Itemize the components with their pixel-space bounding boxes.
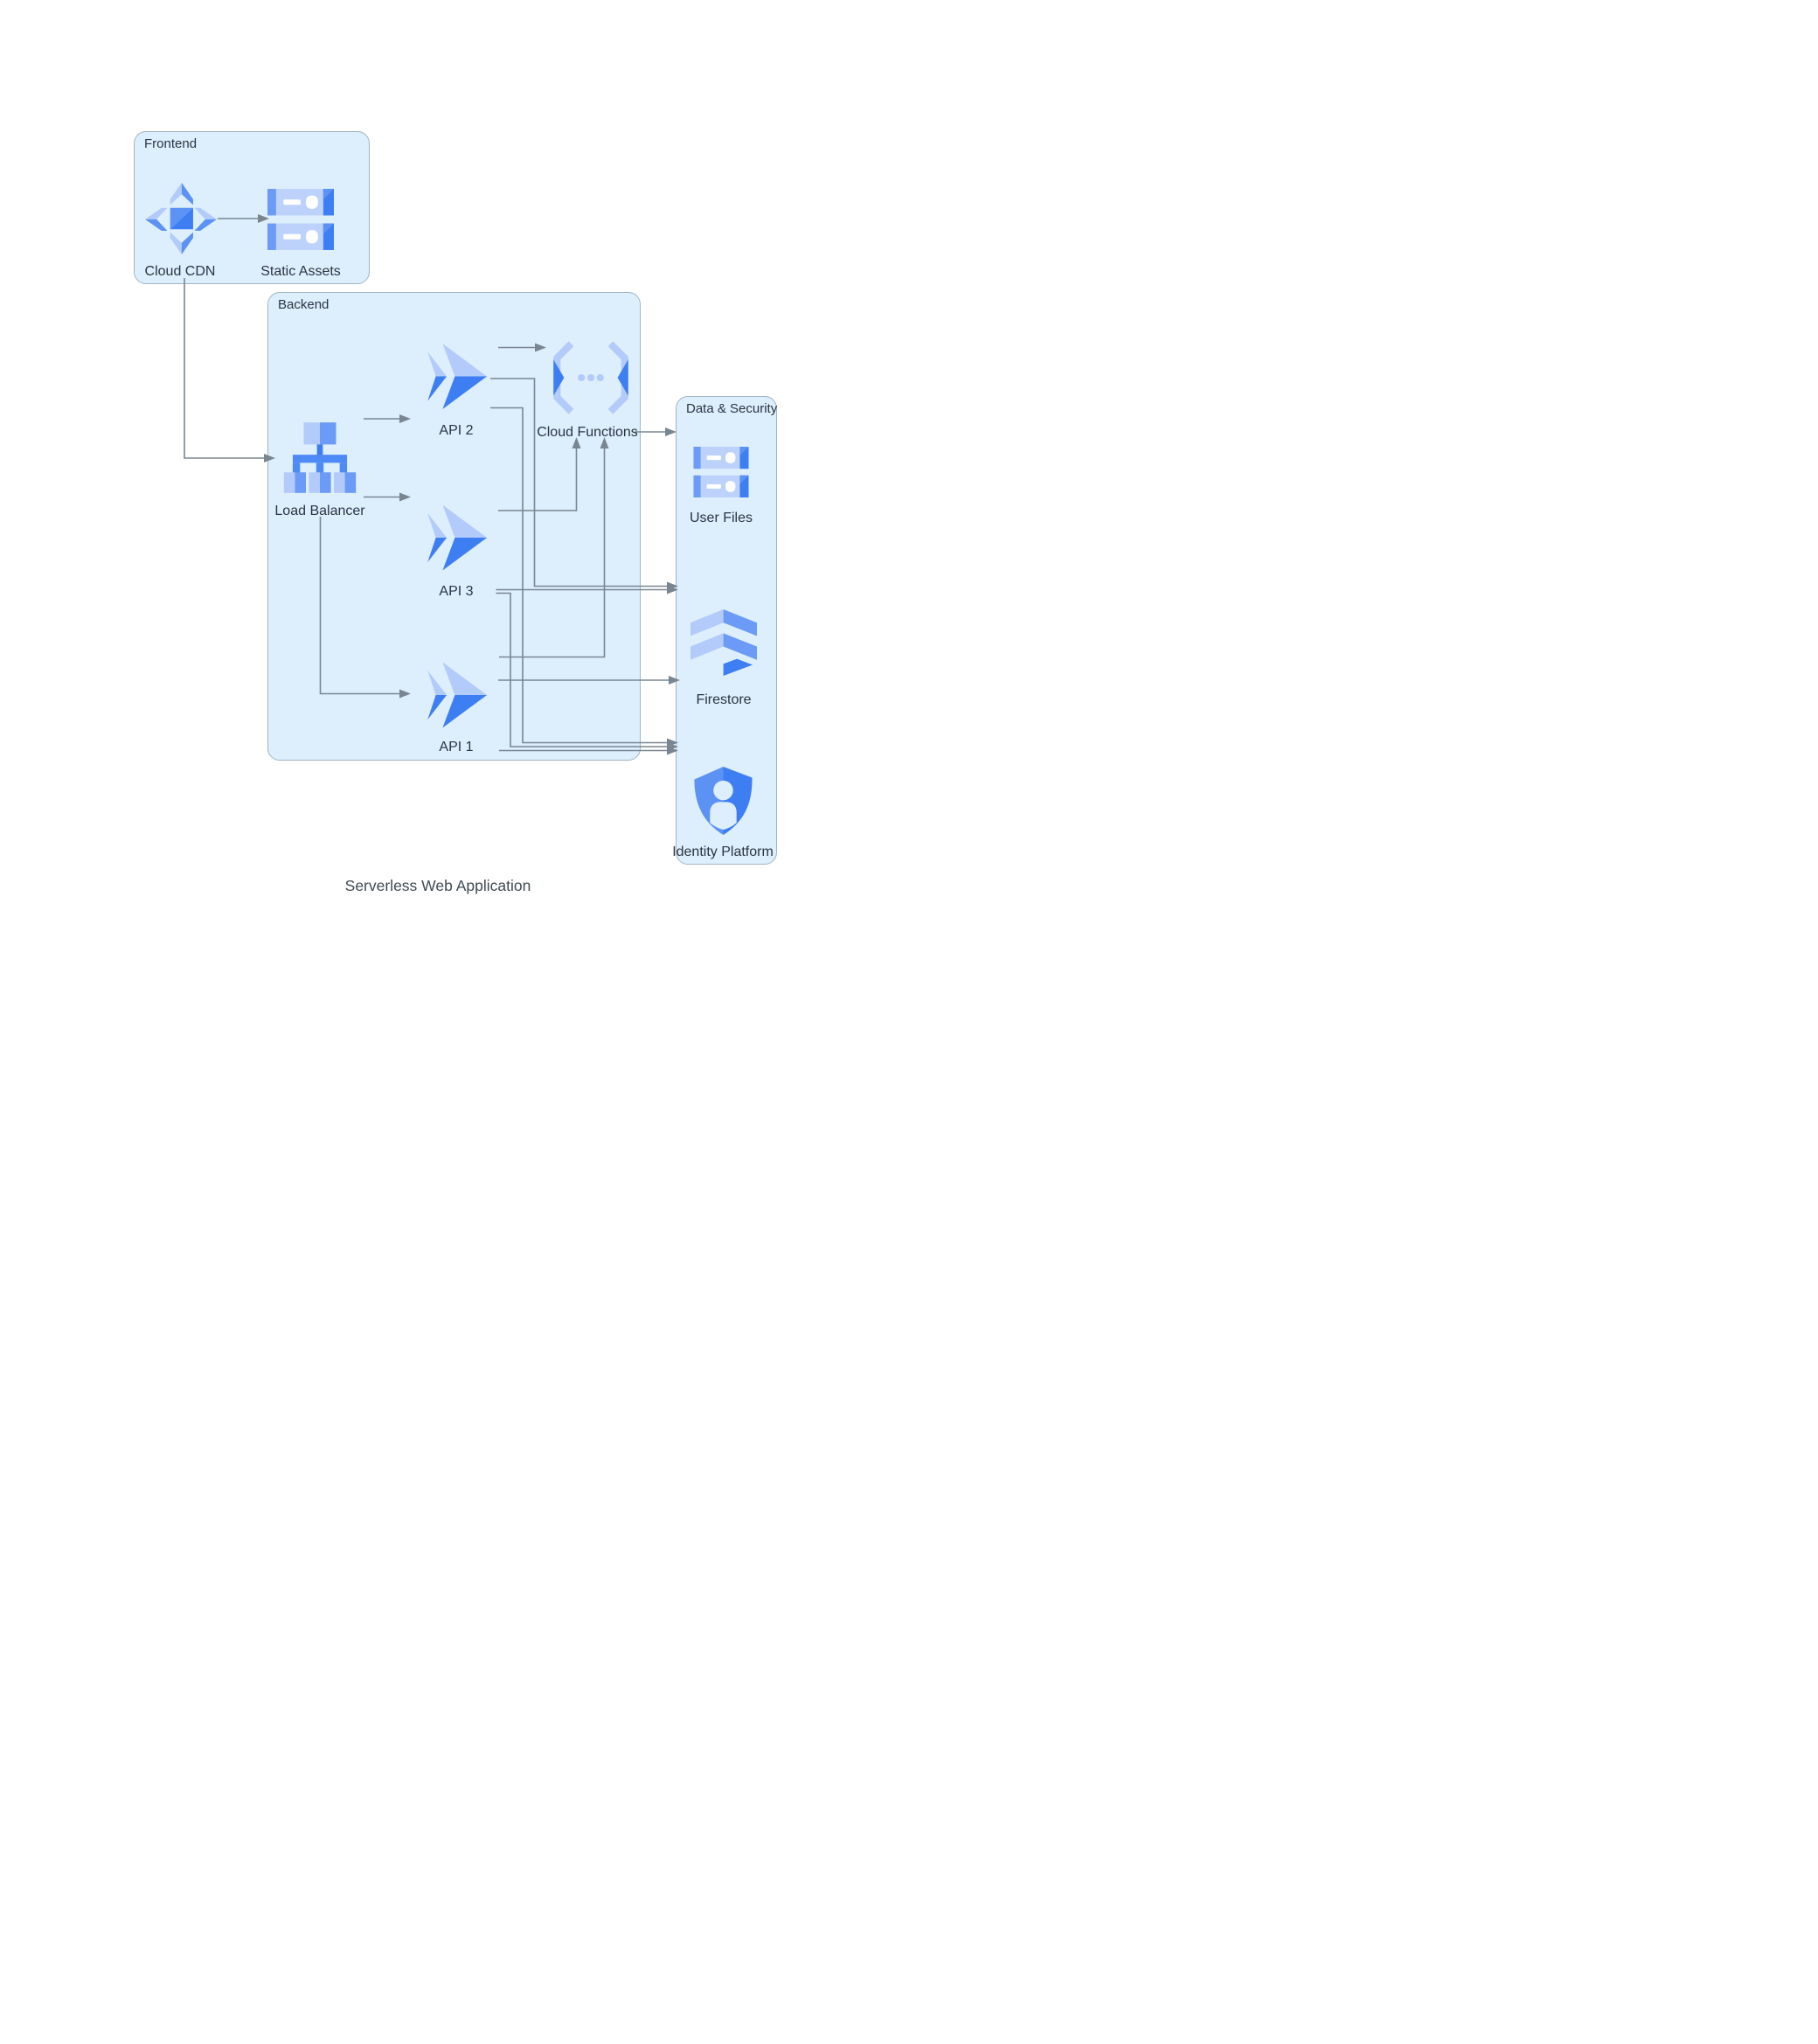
api-2-icon (427, 344, 488, 409)
load-balancer-label: Load Balancer (274, 504, 365, 518)
zone-frontend-label: Frontend (144, 136, 198, 151)
static-assets-icon (267, 189, 334, 250)
cloud-cdn-icon (145, 183, 217, 254)
cloud-functions-icon (553, 341, 628, 414)
diagram-canvas: Frontend Backend Data & Security (0, 0, 909, 1022)
diagram-title: Serverless Web Application (344, 877, 531, 894)
cloud-cdn-label: Cloud CDN (144, 264, 216, 279)
edge-api3-to-cloud-functions (498, 437, 581, 511)
firestore-icon (690, 609, 757, 676)
api-3-label: API 3 (439, 584, 474, 599)
static-assets-label: Static Assets (260, 264, 341, 279)
firestore-label: Firestore (696, 692, 752, 707)
user-files-icon (693, 447, 749, 497)
zone-backend-label: Backend (278, 297, 330, 312)
identity-platform-label: Identity Platform (672, 845, 774, 859)
zone-data-security-label: Data & Security (686, 401, 778, 416)
user-files-label: User Files (689, 511, 753, 525)
identity-platform-icon (694, 767, 753, 835)
api-3-icon (427, 504, 488, 571)
edge-cdn-to-load-balancer (184, 278, 275, 462)
cloud-functions-label: Cloud Functions (537, 425, 638, 440)
api-1-label: API 1 (439, 740, 474, 754)
api-1-icon (427, 662, 488, 728)
edge-lb-to-api1 (319, 517, 411, 699)
connector-layer (184, 214, 680, 755)
api-2-label: API 2 (439, 423, 474, 438)
load-balancer-icon (283, 422, 357, 493)
edge-api1-to-cloud-functions (499, 437, 609, 658)
edge-api3-to-identity-platform (496, 592, 678, 751)
edge-api2-to-identity-platform (490, 407, 678, 747)
edge-api2-to-firestore (490, 378, 678, 591)
